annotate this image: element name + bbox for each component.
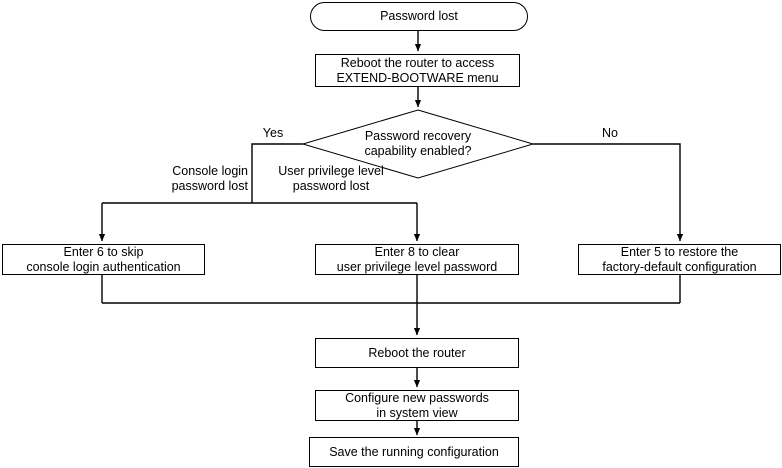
edge-label-user-privilege-password-lost: User privilege level password lost: [278, 164, 384, 193]
node-save-running-configuration: Save the running configuration: [309, 437, 519, 467]
edge-no-branch: [533, 143, 684, 242]
edge-label-yes: Yes: [262, 126, 284, 140]
node-enter-5-restore-factory-default: Enter 5 to restore the factory-default c…: [578, 244, 781, 275]
node-password-recovery-decision: Password recovery capability enabled?: [303, 110, 533, 178]
decision-label: Password recovery capability enabled?: [364, 129, 472, 158]
node-enter-6-skip-console-login: Enter 6 to skip console login authentica…: [2, 244, 205, 275]
edge-label-no: No: [602, 126, 618, 140]
node-enter-8-clear-user-privilege-password: Enter 8 to clear user privilege level pa…: [315, 244, 519, 275]
node-password-lost: Password lost: [310, 2, 528, 31]
node-reboot-to-bootware: Reboot the router to access EXTEND-BOOTW…: [315, 54, 520, 87]
edge-label-console-login-password-lost: Console login password lost: [171, 164, 248, 193]
node-configure-new-passwords: Configure new passwords in system view: [315, 390, 519, 421]
node-reboot-the-router: Reboot the router: [315, 338, 519, 368]
